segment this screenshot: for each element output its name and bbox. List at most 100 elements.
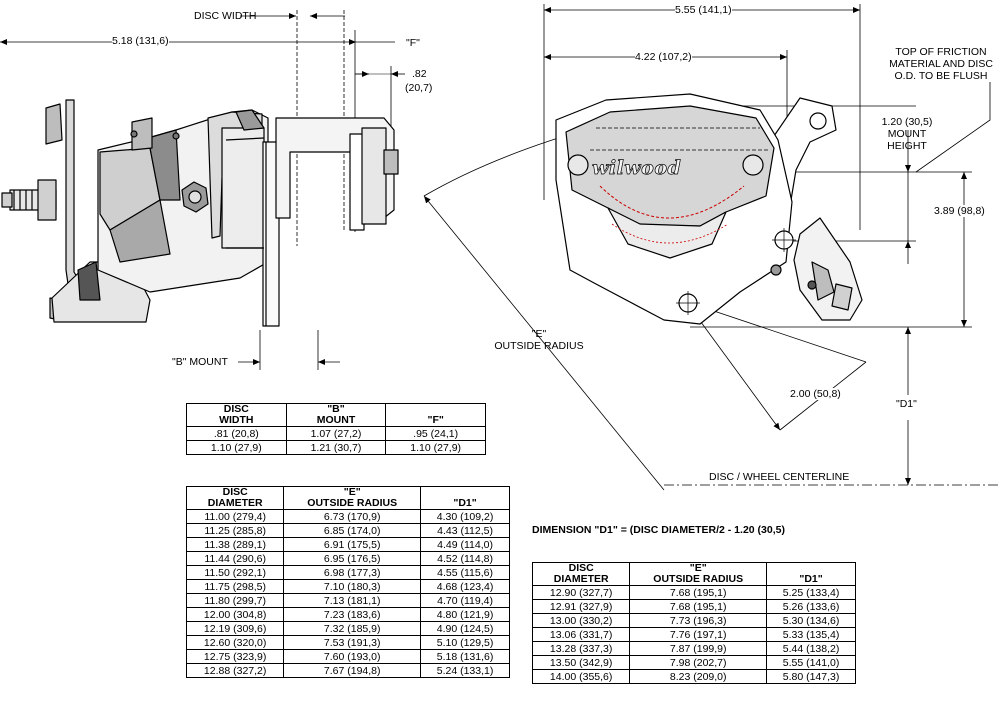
table-cell: 1.07 (27,2) — [285, 426, 387, 441]
table-cell: 5.24 (133,1) — [420, 663, 510, 678]
column-header-line: DIAMETER — [207, 497, 263, 509]
table-row: 12.75 (323,9)7.60 (193,0)5.18 (131,6) — [185, 649, 510, 664]
table-cell: 12.60 (320,0) — [185, 635, 285, 650]
table-cell: 4.30 (109,2) — [420, 509, 510, 524]
table-cell: 12.75 (323,9) — [185, 649, 285, 664]
centerline-label: DISC / WHEEL CENTERLINE — [709, 471, 850, 483]
column-header: "D1" — [766, 562, 856, 586]
table-cell: 12.19 (309,6) — [185, 621, 285, 636]
table-cell: 8.23 (209,0) — [629, 669, 768, 684]
column-header-line: OUTSIDE RADIUS — [307, 497, 398, 509]
table-row: 13.06 (331,7)7.76 (197,1)5.33 (135,4) — [531, 627, 856, 642]
table-cell: 5.25 (133,4) — [766, 585, 856, 600]
table-row: 13.00 (330,2)7.73 (196,3)5.30 (134,6) — [531, 613, 856, 628]
table-cell: 13.50 (342,9) — [531, 655, 631, 670]
table-row: 13.50 (342,9)7.98 (202,7)5.55 (141,0) — [531, 655, 856, 670]
e-radius-label-1: "E" — [531, 328, 547, 340]
column-header-line: "E" — [343, 486, 361, 498]
table-cell: 7.76 (197,1) — [629, 627, 768, 642]
table-cell: 6.98 (177,3) — [283, 565, 422, 580]
table-row: 11.50 (292,1)6.98 (177,3)4.55 (115,6) — [185, 565, 510, 580]
table-cell: 5.30 (134,6) — [766, 613, 856, 628]
table-cell: 7.10 (180,3) — [283, 579, 422, 594]
mount-table-body: .81 (20,8)1.07 (27,2).95 (24,1)1.10 (27,… — [186, 426, 486, 455]
table-cell: 4.70 (119,4) — [420, 593, 510, 608]
table-cell: 13.06 (331,7) — [531, 627, 631, 642]
column-header-line: "F" — [427, 414, 444, 426]
table-cell: 14.00 (355,6) — [531, 669, 631, 684]
table-cell: 6.85 (174,0) — [283, 523, 422, 538]
column-header-line: DISC — [223, 403, 249, 415]
table-cell: 4.68 (123,4) — [420, 579, 510, 594]
table-cell: 5.18 (131,6) — [420, 649, 510, 664]
dim-200-label: 2.00 (50,8) — [790, 388, 841, 401]
column-header-line: MOUNT — [316, 414, 356, 426]
dimension-note: DIMENSION "D1" = (DISC DIAMETER/2 - 1.20… — [532, 524, 785, 536]
column-header-line: WIDTH — [219, 414, 254, 426]
table-cell: .95 (24,1) — [385, 426, 486, 441]
table-cell: 4.49 (114,0) — [420, 537, 510, 552]
table-row: 12.19 (309,6)7.32 (185,9)4.90 (124,5) — [185, 621, 510, 636]
table-cell: 4.90 (124,5) — [420, 621, 510, 636]
column-header-line: "E" — [689, 562, 707, 574]
flush-note: TOP OF FRICTION MATERIAL AND DISC O.D. T… — [884, 46, 998, 82]
table-cell: 5.26 (133,6) — [766, 599, 856, 614]
table-cell: 12.00 (304,8) — [185, 607, 285, 622]
table-cell: 4.43 (112,5) — [420, 523, 510, 538]
caliper-side-view — [1, 99, 399, 327]
table-cell: 5.80 (147,3) — [766, 669, 856, 684]
column-header-line: DISC — [222, 486, 248, 498]
table-cell: 12.91 (327,9) — [531, 599, 631, 614]
table-row: 11.00 (279,4)6.73 (170,9)4.30 (109,2) — [185, 509, 510, 524]
column-header-line: "D1" — [799, 573, 823, 585]
table-cell: 13.00 (330,2) — [531, 613, 631, 628]
table-cell: 1.10 (27,9) — [186, 440, 287, 455]
column-header-line: DISC — [568, 562, 594, 574]
table-row: 12.88 (327,2)7.67 (194,8)5.24 (133,1) — [185, 663, 510, 678]
f-dim-mm: (20,7) — [405, 82, 433, 94]
column-header-line: OUTSIDE RADIUS — [653, 573, 744, 585]
table-cell: 7.73 (196,3) — [629, 613, 768, 628]
column-header: "E"OUTSIDE RADIUS — [629, 562, 768, 586]
table-cell: 5.44 (138,2) — [766, 641, 856, 656]
table-row: 11.44 (290,6)6.95 (176,5)4.52 (114,8) — [185, 551, 510, 566]
table-row: 11.75 (298,5)7.10 (180,3)4.68 (123,4) — [185, 579, 510, 594]
table-cell: 6.73 (170,9) — [283, 509, 422, 524]
table-cell: 12.90 (327,7) — [531, 585, 631, 600]
table-row: 12.90 (327,7)7.68 (195,1)5.25 (133,4) — [531, 585, 856, 600]
wilwood-logo: wilwood — [592, 157, 682, 179]
table-cell: 11.75 (298,5) — [185, 579, 285, 594]
table-cell: 7.32 (185,9) — [283, 621, 422, 636]
b-mount-label: "B" MOUNT — [172, 356, 228, 368]
table-row: 13.28 (337,3)7.87 (199,9)5.44 (138,2) — [531, 641, 856, 656]
column-header: "D1" — [420, 486, 510, 510]
table-row: 12.91 (327,9)7.68 (195,1)5.26 (133,6) — [531, 599, 856, 614]
column-header: "F" — [385, 403, 486, 427]
table-row: 1.10 (27,9)1.21 (30,7)1.10 (27,9) — [186, 440, 486, 455]
mount-height-word-1: MOUNT — [887, 128, 927, 141]
column-header: "B"MOUNT — [285, 403, 387, 427]
table-cell: 7.13 (181,1) — [283, 593, 422, 608]
e-radius-label-2: OUTSIDE RADIUS — [494, 340, 584, 353]
table-cell: 7.87 (199,9) — [629, 641, 768, 656]
table-cell: .81 (20,8) — [186, 426, 287, 441]
table-cell: 11.50 (292,1) — [185, 565, 285, 580]
table-cell: 5.33 (135,4) — [766, 627, 856, 642]
table-cell: 11.80 (299,7) — [185, 593, 285, 608]
f-dim-inch: .82 — [412, 68, 427, 80]
table-cell: 4.52 (114,8) — [420, 551, 510, 566]
table-cell: 7.23 (183,6) — [283, 607, 422, 622]
height-389-label: 3.89 (98,8) — [934, 205, 985, 218]
mount-height-word-2: HEIGHT — [887, 140, 927, 153]
flush-note-line-2: MATERIAL AND DISC — [889, 58, 993, 71]
radius-table-2-body: 12.90 (327,7)7.68 (195,1)5.25 (133,4)12.… — [531, 585, 856, 684]
radius-table-1-body: 11.00 (279,4)6.73 (170,9)4.30 (109,2) 11.… — [185, 509, 510, 678]
flush-note-line-3: O.D. TO BE FLUSH — [894, 70, 988, 83]
caliper-front-view — [555, 93, 863, 325]
